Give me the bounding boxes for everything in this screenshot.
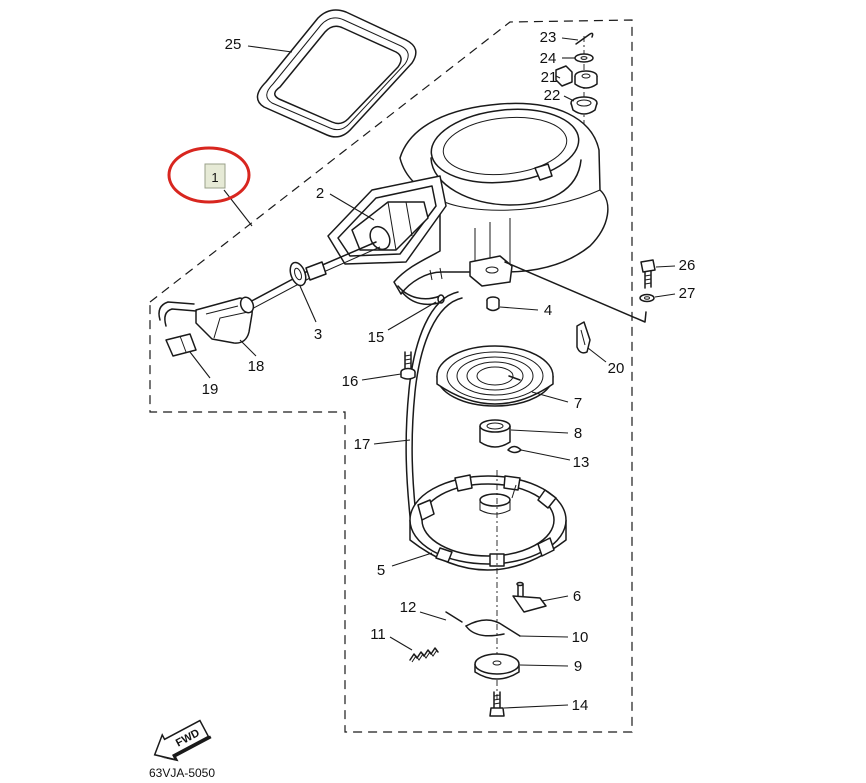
callout-8: 8	[574, 425, 582, 442]
leader-26	[655, 265, 676, 268]
part-6-pawl	[512, 581, 547, 613]
starter-housing	[393, 102, 647, 323]
leader-16	[361, 373, 402, 381]
leader-17	[373, 439, 411, 445]
starter-rope	[245, 241, 377, 305]
callout-21: 21	[541, 69, 558, 86]
callout-10: 10	[572, 629, 589, 646]
part-3-grommet	[289, 261, 327, 287]
leader-10	[518, 635, 569, 638]
callout-22: 22	[544, 87, 561, 104]
callout-1-highlight	[167, 146, 251, 204]
part-17-tube	[405, 291, 463, 527]
leader-lines	[189, 37, 676, 709]
part-18-handle	[195, 296, 255, 344]
leader-15	[387, 301, 437, 331]
callout-5: 5	[377, 562, 385, 579]
callout-14: 14	[572, 697, 589, 714]
part-20-clamp	[576, 321, 591, 354]
callout-23: 23	[540, 29, 557, 46]
leader-20	[587, 347, 607, 363]
leader-22	[563, 95, 575, 102]
part-5-pulley	[409, 474, 567, 571]
part-14-bolt	[489, 691, 505, 717]
callout-16: 16	[342, 373, 359, 390]
leader-8	[510, 429, 569, 434]
part-19-insert	[158, 301, 197, 357]
callout-20: 20	[608, 360, 625, 377]
callout-9: 9	[574, 658, 582, 675]
callout-12: 12	[400, 599, 417, 616]
part-13-clip	[507, 445, 522, 454]
callout-4: 4	[544, 302, 552, 319]
callout-2: 2	[316, 185, 324, 202]
leader-25	[247, 45, 293, 53]
red-highlight-circle	[167, 146, 251, 204]
leader-21	[555, 75, 561, 79]
part-21-stopper	[555, 65, 598, 89]
leader-9	[519, 664, 569, 667]
callout-1-box	[204, 163, 226, 189]
part-24-washer	[574, 53, 594, 63]
leader-7	[531, 391, 569, 403]
leader-1	[223, 189, 253, 227]
part-16-bolt	[400, 351, 416, 380]
leader-18	[239, 339, 257, 357]
part-4-collar	[486, 296, 500, 312]
callout-7: 7	[574, 395, 582, 412]
callout-17: 17	[354, 436, 371, 453]
leader-14	[503, 704, 569, 709]
part-23-pin	[575, 32, 594, 45]
part-12-pin	[445, 611, 463, 623]
part-27-washer	[639, 293, 655, 303]
part-8-bushing	[479, 419, 511, 448]
callout-24: 24	[540, 50, 557, 67]
callout-19: 19	[202, 381, 219, 398]
leader-23	[561, 37, 579, 41]
leader-2	[329, 193, 375, 221]
leader-3	[299, 285, 317, 323]
callout-27: 27	[679, 285, 696, 302]
part-7-spiral-spring	[436, 345, 554, 407]
fwd-arrow-icon: FWD	[153, 719, 212, 762]
leader-12	[419, 611, 447, 621]
leader-4	[499, 306, 539, 311]
callout-labels: 1 2 3 4 5 6 7 8 9 10 11 12 13 14 15 16 1…	[202, 29, 696, 714]
callout-13: 13	[573, 454, 590, 471]
callout-6: 6	[573, 588, 581, 605]
part-9-cap	[474, 653, 520, 680]
callout-25: 25	[225, 36, 242, 53]
leader-13	[520, 449, 571, 461]
assembly-boundary	[149, 19, 633, 733]
part-22-grommet	[570, 96, 598, 115]
diagram-part-code: 63VJA-5050	[149, 766, 215, 780]
part-11-coil-spring	[409, 647, 439, 663]
leader-5	[391, 552, 433, 567]
callout-15: 15	[368, 329, 385, 346]
part-25-gasket	[256, 9, 417, 138]
leader-27	[654, 293, 676, 298]
leader-11	[389, 636, 413, 651]
part-26-bolt	[640, 259, 656, 289]
leader-19	[189, 351, 211, 379]
callout-3: 3	[314, 326, 322, 343]
part-10-spring-plate	[465, 619, 521, 637]
callout-11: 11	[370, 626, 386, 643]
part-2-rope-guide	[327, 175, 447, 265]
callout-26: 26	[679, 257, 696, 274]
leader-6	[541, 595, 569, 602]
callout-18: 18	[248, 358, 265, 375]
callout-1: 1	[211, 170, 218, 185]
